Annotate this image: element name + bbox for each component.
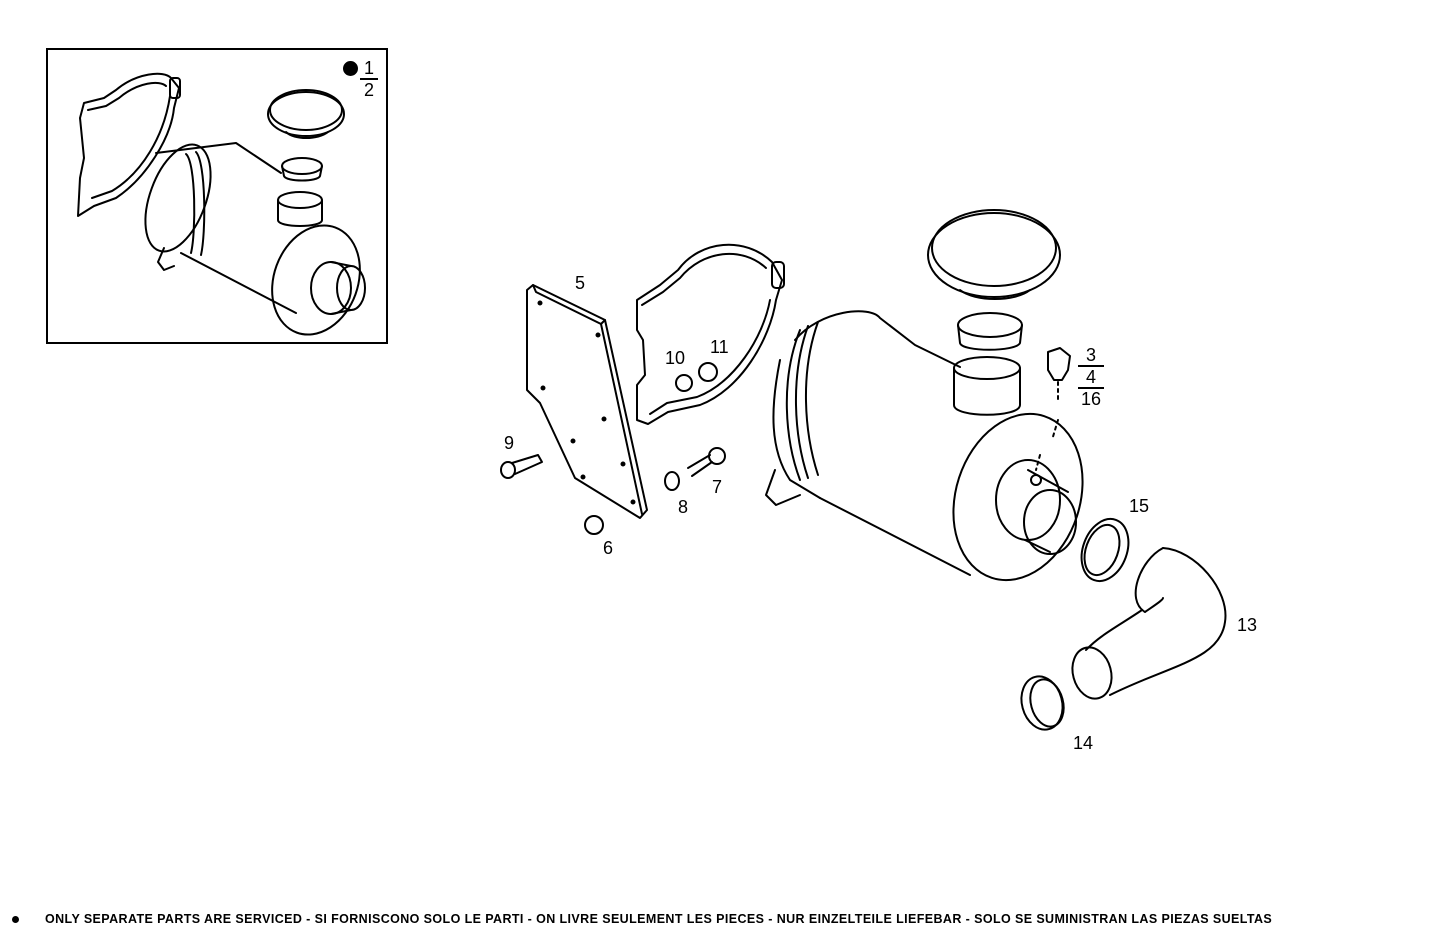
callout-8: 8 bbox=[678, 497, 689, 517]
callout-2: 2 bbox=[360, 78, 378, 100]
service-note: ONLY SEPARATE PARTS ARE SERVICED - SI FO… bbox=[12, 912, 1272, 926]
callout-16: 16 bbox=[1078, 387, 1104, 409]
filter-housing bbox=[765, 209, 1084, 582]
callout-5: 5 bbox=[575, 273, 586, 293]
callout-15: 15 bbox=[1129, 496, 1150, 516]
bracket-band bbox=[636, 243, 785, 425]
service-note-text: ONLY SEPARATE PARTS ARE SERVICED - SI FO… bbox=[45, 912, 1273, 926]
hardware-bolts-nuts bbox=[500, 447, 726, 535]
inset-callout-1-2: 1 2 bbox=[360, 58, 378, 100]
bullet-marker-icon bbox=[12, 916, 19, 924]
callout-4: 4 bbox=[1078, 365, 1104, 387]
callout-3-4-16: 3 4 16 bbox=[1078, 345, 1104, 409]
callout-6: 6 bbox=[603, 538, 614, 558]
callout-11: 11 bbox=[710, 337, 729, 357]
callout-9: 9 bbox=[504, 433, 515, 453]
serviced-as-assembly-marker-icon bbox=[343, 61, 358, 76]
callout-1: 1 bbox=[363, 58, 374, 78]
inset-assembly-view bbox=[46, 48, 388, 344]
callout-14: 14 bbox=[1073, 733, 1094, 753]
callout-13: 13 bbox=[1237, 615, 1258, 635]
hose-and-clamps bbox=[1020, 518, 1227, 731]
mounting-plate-part-5 bbox=[526, 284, 648, 519]
callout-10: 10 bbox=[665, 348, 686, 368]
callout-3: 3 bbox=[1085, 345, 1096, 365]
callout-7: 7 bbox=[712, 477, 723, 497]
inset-drawing bbox=[77, 72, 366, 336]
